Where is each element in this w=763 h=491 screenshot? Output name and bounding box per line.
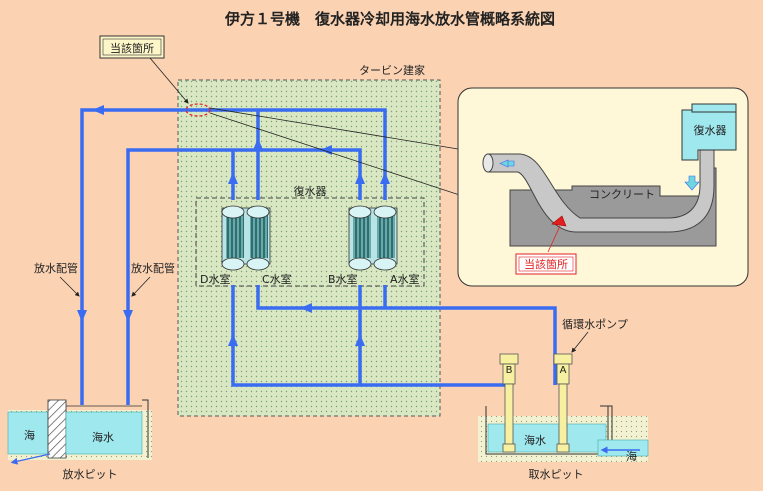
pump-a-letter: A	[560, 365, 567, 376]
outfall-pit-name: 放水ピット	[63, 467, 118, 481]
flow-arrows	[77, 105, 390, 346]
pump-b-letter: B	[506, 365, 513, 376]
water-box-label-d: D水室	[200, 272, 230, 286]
pump-a: A	[553, 353, 573, 453]
inset-arrow-left	[499, 159, 515, 168]
arrow-up-return-d	[228, 334, 238, 346]
turbine-building: タービン建家	[177, 63, 441, 417]
pump-label: 循環水ポンプ	[562, 318, 628, 331]
intake-pit-name: 取水ピット	[529, 468, 584, 481]
discharge-pipe-label-right-group: 放水配管	[131, 261, 175, 297]
arrow-up-a	[380, 172, 390, 184]
intake-sea-label: 海	[626, 449, 637, 463]
location-marker-ellipse	[185, 103, 211, 117]
water-box-label-a: A水室	[390, 272, 420, 286]
water-box-label-b: B水室	[328, 272, 358, 286]
condenser-unit-ba	[348, 205, 398, 271]
outfall-seawater-label: 海水	[92, 430, 114, 444]
intake-seawater-label: 海水	[524, 433, 546, 447]
inset-location-marker	[551, 215, 567, 227]
diagram-title: 伊方１号機 復水器冷却用海水放水管概略系統図	[224, 10, 555, 28]
arrow-up-return-b	[355, 334, 365, 346]
inset-pipe	[487, 149, 715, 233]
inset-condenser-label: 復水器	[694, 124, 727, 137]
arrow-left-return	[300, 303, 312, 313]
pump-label-group: 循環水ポンプ	[562, 318, 628, 353]
discharge-pipe-label-left: 放水配管	[34, 261, 78, 275]
arrow-up-c	[253, 138, 263, 150]
condenser-label: 復水器	[294, 185, 327, 198]
inset-location-label: 当該箇所	[524, 257, 568, 271]
discharge-pipe-label-left-group: 放水配管	[34, 261, 80, 297]
inset-concrete-label: コンクリート	[589, 188, 655, 201]
arrow-down-left	[77, 310, 87, 322]
arrow-down-right	[123, 310, 133, 322]
condenser-units	[221, 205, 398, 271]
outfall-pit: 海 海水 放水ピット	[7, 399, 152, 481]
pump-b: B	[499, 353, 519, 453]
location-callout-top-label: 当該箇所	[110, 41, 154, 55]
arrow-up-b	[355, 172, 365, 184]
inset-panel: 復水器 コンクリート 当該箇所	[457, 87, 749, 287]
turbine-building-label: タービン建家	[359, 63, 425, 77]
condenser-unit-dc	[221, 205, 271, 271]
outfall-sea-label: 海	[24, 428, 35, 442]
arrow-up-d	[228, 172, 238, 184]
inset-arrow-down	[684, 175, 700, 191]
condenser-box: 復水器	[195, 185, 425, 287]
discharge-pipe-label-right: 放水配管	[131, 261, 175, 275]
arrow-left-top	[92, 105, 104, 115]
water-box-label-c: C水室	[262, 272, 292, 286]
